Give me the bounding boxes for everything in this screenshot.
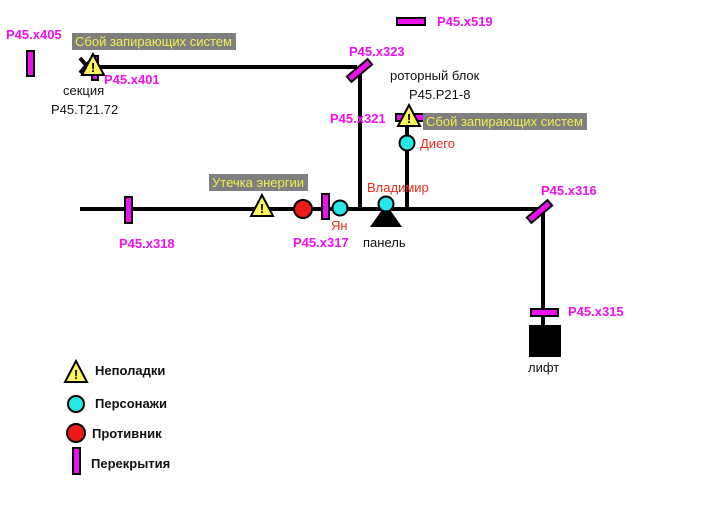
characters <box>331 134 416 217</box>
svg-text:!: ! <box>74 367 78 382</box>
lift-block[interactable] <box>529 325 561 357</box>
character-diego[interactable] <box>398 134 416 152</box>
enemy-marker[interactable] <box>293 199 313 219</box>
svg-text:!: ! <box>260 201 264 216</box>
svg-text:!: ! <box>407 111 411 126</box>
warnings: ! ! ! <box>80 51 422 217</box>
panel-label: панель <box>363 235 406 250</box>
door-x323[interactable] <box>345 57 374 84</box>
legend-label-barriers: Перекрытия <box>91 456 171 471</box>
door-x317[interactable] <box>321 193 330 220</box>
warning-icon[interactable]: ! <box>80 51 106 76</box>
door-x405[interactable] <box>26 50 35 77</box>
legend-label-enemy: Противник <box>92 426 162 441</box>
legend-label-characters: Персонажи <box>95 396 167 411</box>
legend-warning-icon: ! <box>63 358 89 383</box>
legend-icons: ! <box>63 358 89 475</box>
door-label-x405: P45.x405 <box>6 27 62 42</box>
character-vladimir[interactable] <box>377 195 395 213</box>
legend-label-issues: Неполадки <box>95 363 166 378</box>
door-label-x321: P45.x321 <box>330 111 386 126</box>
door-label-x519: P45.x519 <box>437 14 493 29</box>
door-label-x316: P45.x316 <box>541 183 597 198</box>
doors <box>26 17 559 317</box>
door-x316[interactable] <box>525 198 554 225</box>
legend-character-icon <box>67 395 85 413</box>
corridors <box>80 65 545 332</box>
legend-enemy-icon <box>66 423 86 443</box>
door-label-x401: P45.x401 <box>104 72 160 87</box>
alert-banner-energy-leak: Утечка энергии <box>209 174 308 191</box>
door-x318[interactable] <box>124 196 133 224</box>
character-label-vladimir: Владимир <box>367 180 429 195</box>
rotor-block-id-label: P45.P21-8 <box>409 87 471 102</box>
character-label-diego: Диего <box>420 136 455 151</box>
warning-icon[interactable]: ! <box>249 192 275 217</box>
panel-triangle-icon[interactable] <box>370 204 402 227</box>
door-x315[interactable] <box>530 308 559 317</box>
section-label: секция <box>63 83 105 98</box>
section-id-label: P45.T21.72 <box>51 102 119 117</box>
lift-label: лифт <box>528 360 560 375</box>
alert-banner-section: Сбой запирающих систем <box>72 33 236 50</box>
legend-door-icon <box>72 447 81 475</box>
door-x519[interactable] <box>396 17 426 26</box>
alert-banner-rotor: Сбой запирающих систем <box>423 113 587 130</box>
door-label-x323: P45.x323 <box>349 44 405 59</box>
rotor-block-label: роторный блок <box>390 68 480 83</box>
warning-icon[interactable]: ! <box>396 102 422 127</box>
svg-text:!: ! <box>91 60 95 75</box>
door-label-x317: P45.x317 <box>293 235 349 250</box>
door-label-x315: P45.x315 <box>568 304 624 319</box>
door-label-x318: P45.x318 <box>119 236 175 251</box>
character-label-yan: Ян <box>331 218 348 233</box>
character-yan[interactable] <box>331 199 349 217</box>
